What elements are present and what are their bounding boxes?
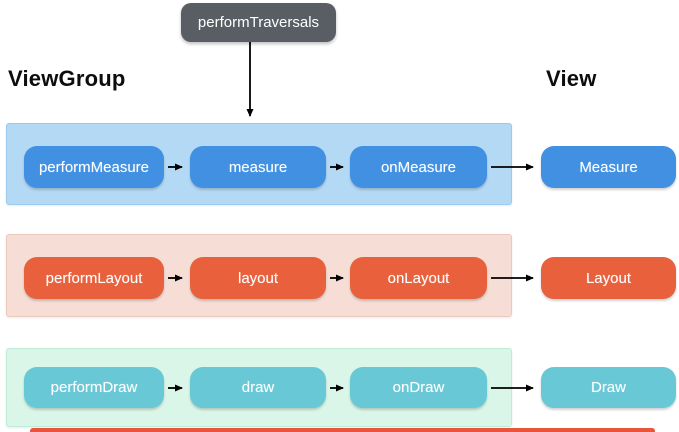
node-view-measure: Measure — [541, 146, 676, 188]
bottom-cutoff-strip — [30, 428, 655, 432]
node-perform-measure: performMeasure — [24, 146, 164, 188]
heading-view: View — [546, 66, 597, 91]
node-on-measure: onMeasure — [350, 146, 487, 188]
node-perform-traversals: performTraversals — [181, 3, 336, 42]
node-perform-draw: performDraw — [24, 367, 164, 408]
node-view-draw: Draw — [541, 367, 676, 408]
node-on-layout: onLayout — [350, 257, 487, 299]
node-layout: layout — [190, 257, 326, 299]
node-on-draw: onDraw — [350, 367, 487, 408]
node-measure: measure — [190, 146, 326, 188]
node-view-layout: Layout — [541, 257, 676, 299]
node-perform-layout: performLayout — [24, 257, 164, 299]
node-draw: draw — [190, 367, 326, 408]
heading-viewgroup: ViewGroup — [8, 66, 126, 91]
